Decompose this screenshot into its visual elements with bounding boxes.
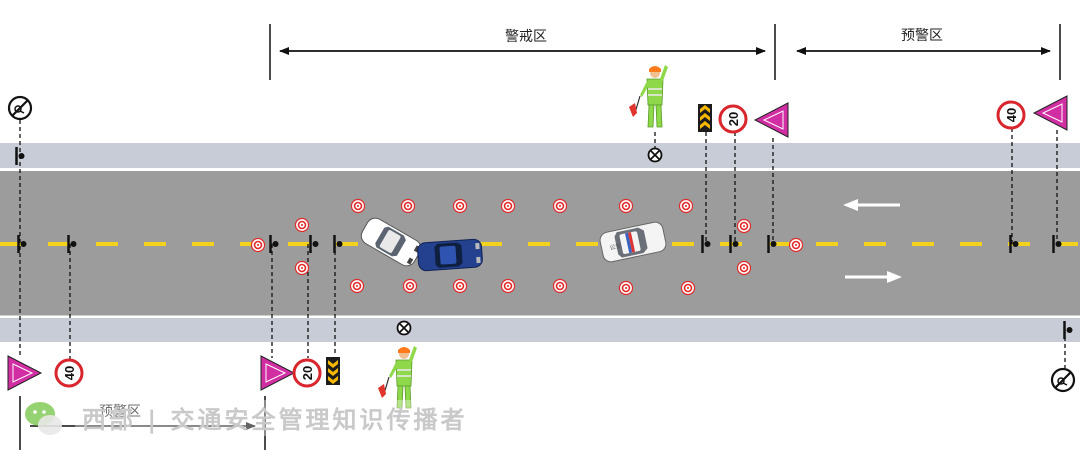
traffic-cone-icon — [294, 217, 310, 233]
traffic-cone-icon — [736, 218, 752, 234]
flagman-icon — [377, 345, 418, 409]
pre-warning-zone-dimension: 预警区 — [796, 24, 1061, 80]
speed-limit-sign-icon: 20 — [292, 358, 322, 388]
traffic-cone-icon — [500, 278, 516, 294]
traffic-cone-icon — [250, 237, 266, 253]
traffic-cone-icon — [618, 280, 634, 296]
arrow-icon — [843, 199, 900, 211]
pre-warning-zone-dimension-bottom: 预警区 — [19, 396, 266, 450]
traffic-cone-icon — [294, 260, 310, 276]
pre-warning-zone-label-bottom: 预警区 — [99, 404, 141, 420]
traffic-cone-icon — [736, 260, 752, 276]
traffic-cone-icon — [350, 198, 366, 214]
no-parking-icon — [7, 95, 33, 121]
traffic-cone-icon — [452, 198, 468, 214]
traffic-cone-icon — [402, 278, 418, 294]
traffic-cone-icon — [678, 198, 694, 214]
traffic-cone-icon — [349, 278, 365, 294]
x-circle-icon — [396, 320, 412, 336]
warning-triangle-sign-icon — [260, 355, 295, 391]
sign-leader-lines — [19, 120, 1066, 368]
bottom-shoulder — [0, 318, 1080, 342]
warning-triangle-sign-icon — [754, 102, 789, 138]
warning-zone-dimension: 警戒区 — [269, 24, 776, 80]
car-icon — [416, 238, 484, 272]
pre-warning-zone-label: 预警区 — [901, 28, 943, 44]
traffic-cone-icon — [552, 198, 568, 214]
x-circle-icon — [647, 147, 663, 163]
wechat-icon — [25, 402, 62, 435]
top-shoulder — [0, 143, 1080, 168]
traffic-cone-icon — [500, 198, 516, 214]
warning-triangle-sign-icon — [7, 355, 42, 391]
no-parking-icon — [1050, 367, 1076, 393]
speed-limit-40-text: 40 — [62, 366, 77, 380]
traffic-cone-icon — [400, 198, 416, 214]
speed-limit-20-text: 20 — [726, 112, 741, 126]
speed-limit-sign-icon: 20 — [718, 104, 748, 134]
speed-limit-sign-icon: 40 — [996, 100, 1026, 130]
traffic-cone-icon — [552, 278, 568, 294]
traffic-cone-icon — [788, 237, 804, 253]
chevron-sign-icon — [326, 357, 340, 385]
speed-limit-sign-icon: 40 — [54, 358, 84, 388]
warning-zone-label: 警戒区 — [505, 29, 547, 45]
flagman-icon — [628, 64, 669, 128]
arrow-icon — [845, 271, 902, 283]
warning-triangle-sign-icon — [1033, 95, 1068, 131]
traffic-cone-icon — [618, 198, 634, 214]
speed-limit-20-text: 20 — [300, 366, 315, 380]
chevron-sign-icon — [698, 104, 712, 132]
watermark-text: 西部 | 交通安全管理知识传播者 — [82, 406, 467, 434]
traffic-cone-icon — [452, 278, 468, 294]
traffic-cone-icon — [680, 280, 696, 296]
watermark: 西部 | 交通安全管理知识传播者 — [25, 400, 507, 436]
speed-limit-40-text: 40 — [1004, 108, 1019, 122]
